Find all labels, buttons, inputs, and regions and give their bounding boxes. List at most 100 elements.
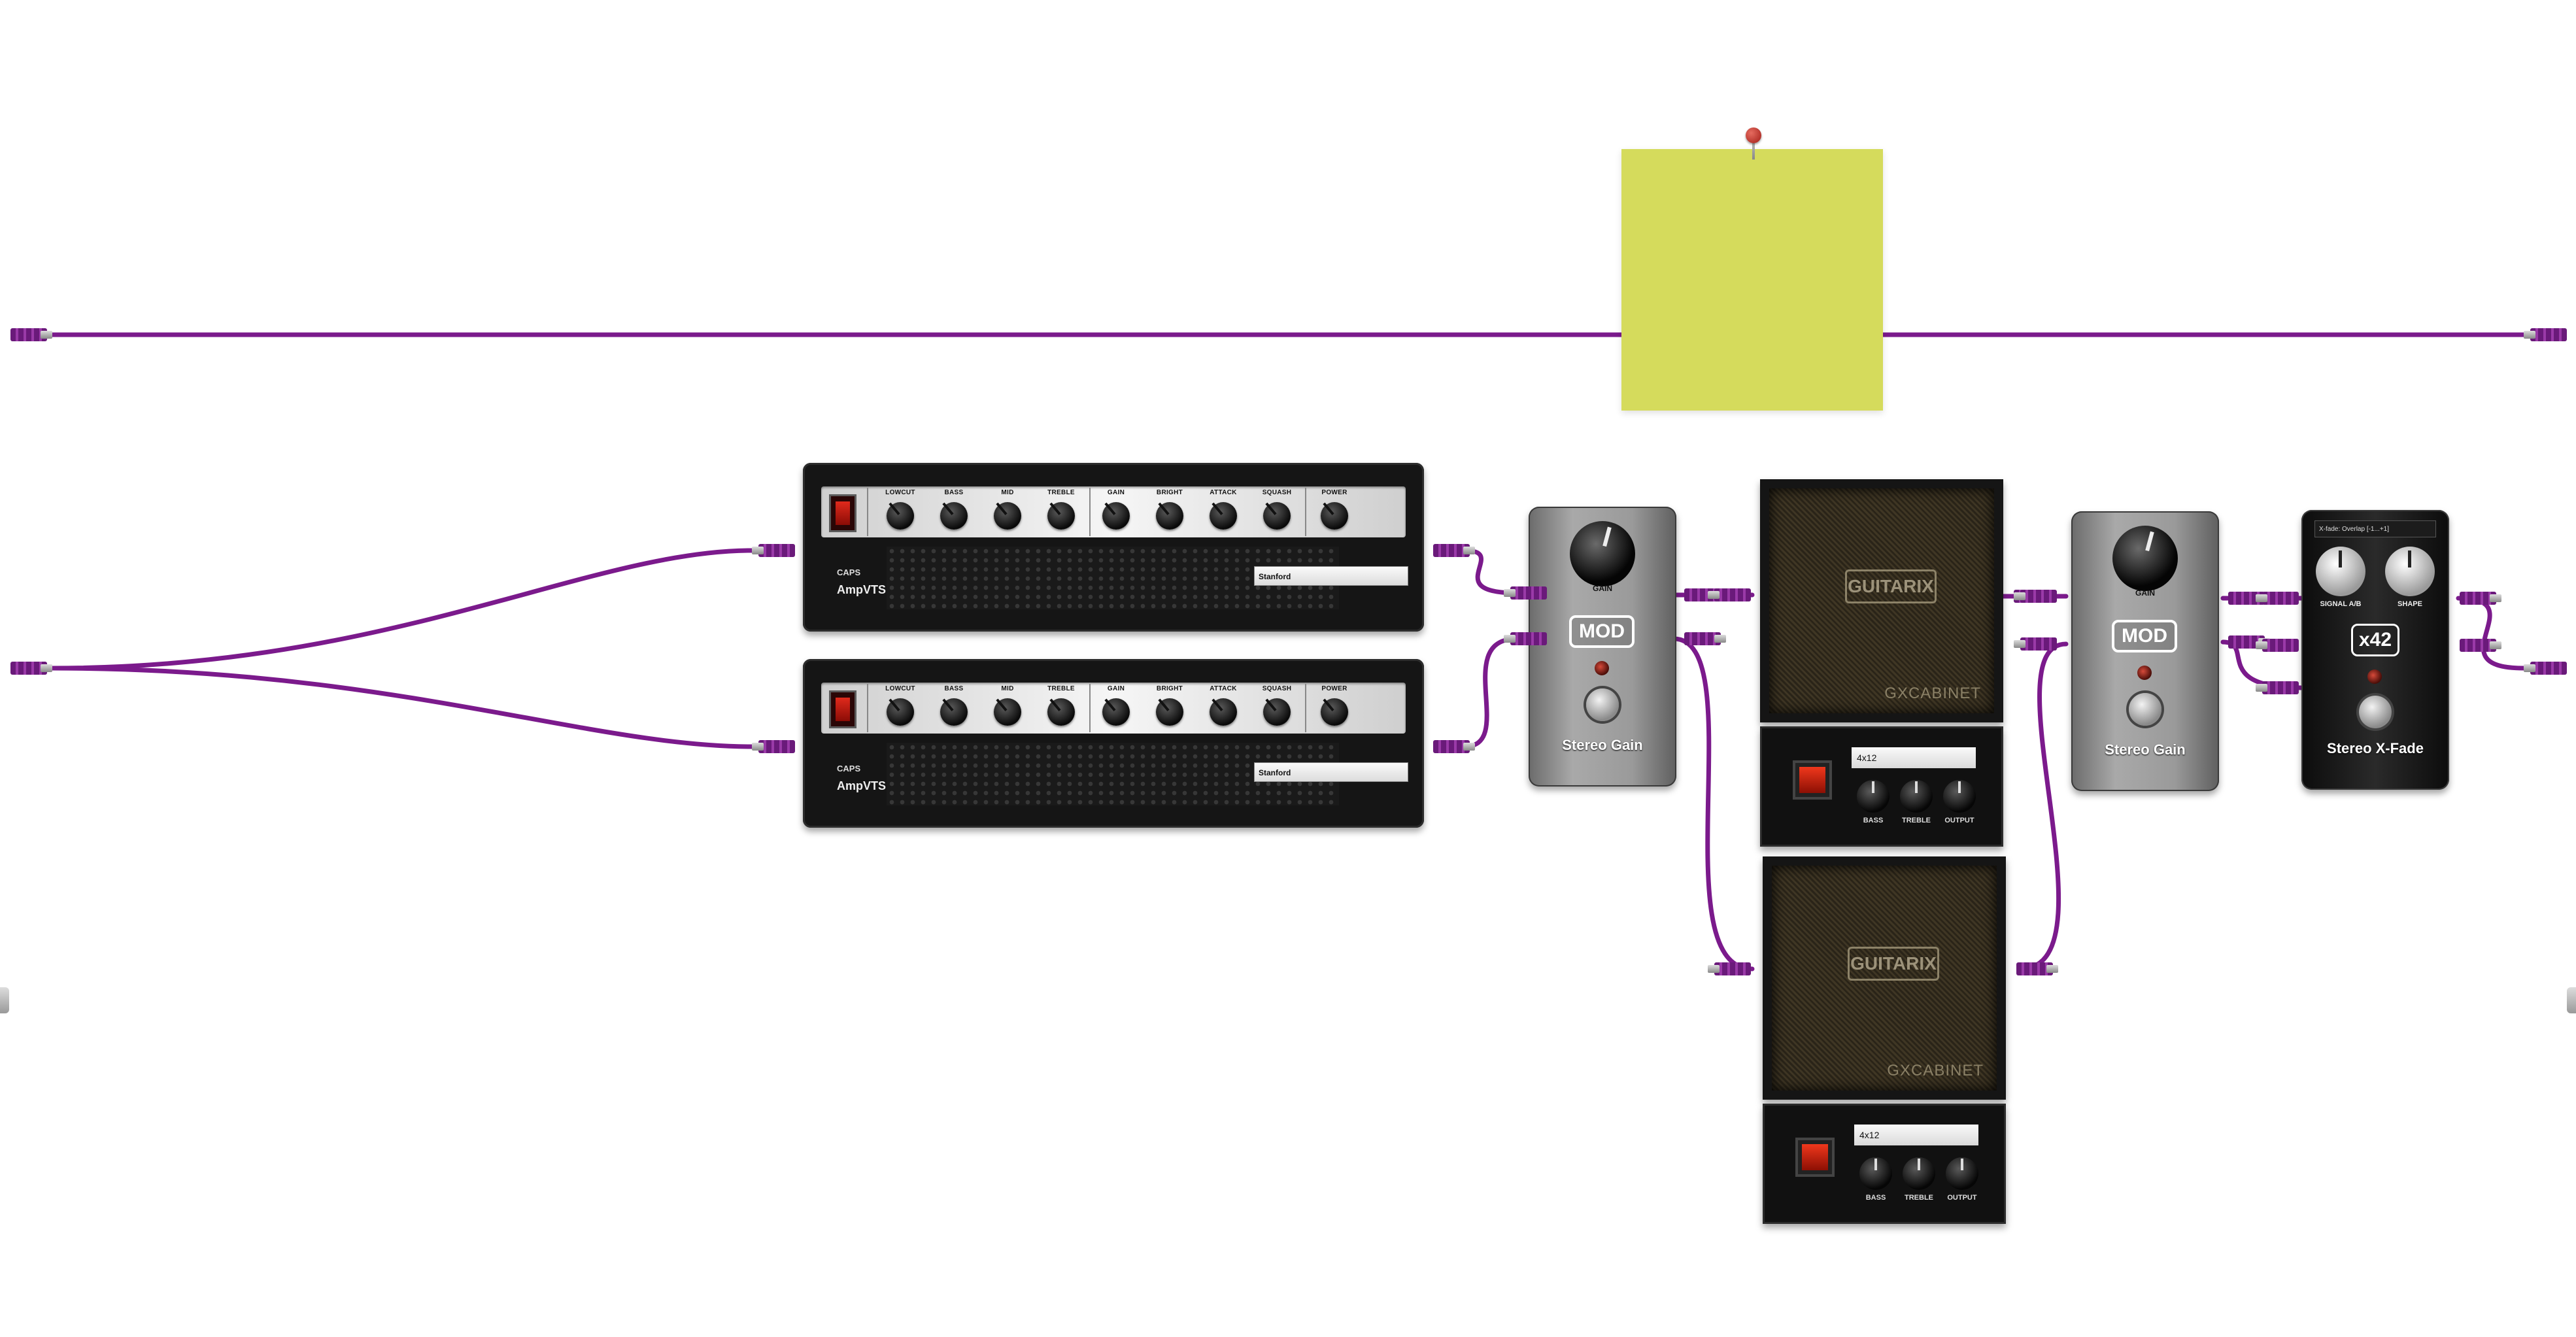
shape-knob-icon[interactable]	[2385, 547, 2435, 596]
stereo-gain-pedal-1[interactable]: GAIN MOD Stereo Gain	[1529, 507, 1676, 787]
knob-mid[interactable]: MID	[981, 683, 1034, 734]
knob-bright[interactable]: BRIGHT	[1143, 683, 1196, 734]
knob-bass-icon	[940, 502, 968, 530]
amp2-input-jack[interactable]	[752, 736, 804, 758]
led-icon	[2137, 666, 2152, 680]
gain-knob-icon[interactable]	[2112, 526, 2178, 591]
knob-bass[interactable]: BASS	[927, 683, 981, 734]
cab1-input-jack[interactable]	[1708, 584, 1760, 606]
gain2-input-1-jack[interactable]	[2014, 585, 2066, 607]
system-midi-in-port[interactable]	[0, 987, 9, 1013]
amp-control-panel: LOWCUT BASS MID TREBLE GAIN BRIGHT ATTAC…	[821, 486, 1406, 537]
knob-attack-icon	[1210, 698, 1237, 726]
amp1-output-jack[interactable]	[1423, 539, 1475, 562]
push-pin-needle	[1752, 141, 1755, 160]
cabinet-model-select[interactable]: 4x12	[1852, 747, 1976, 768]
knob-lowcut[interactable]: LOWCUT	[873, 683, 927, 734]
stereo-xfade-pedal[interactable]: X-fade: Overlap [-1...+1] SIGNAL A/B SHA…	[2301, 510, 2449, 790]
xfade-input-a2-jack[interactable]	[2256, 634, 2308, 656]
xfade-output-2-jack[interactable]	[2449, 634, 2501, 656]
cabinet-brand: GXCABINET	[1887, 1062, 1984, 1079]
cab2-input-jack[interactable]	[1708, 958, 1760, 980]
cable-input-to-amp1[interactable]	[50, 548, 754, 671]
knob-gain[interactable]: GAIN	[1089, 683, 1143, 734]
footswitch-icon[interactable]	[1586, 688, 1619, 721]
knob-bright-icon	[1156, 698, 1183, 726]
knob-mid[interactable]: MID	[981, 486, 1034, 537]
xfade-output-1-jack[interactable]	[2449, 587, 2501, 609]
knob-treble-icon[interactable]	[1900, 780, 1933, 813]
knob-power[interactable]: POWER	[1308, 683, 1361, 734]
knob-bass-icon[interactable]	[1859, 1157, 1892, 1190]
cabinet-controls: 4x12 BASS TREBLE OUTPUT	[1763, 1104, 2006, 1224]
gain2-input-2-jack[interactable]	[2014, 633, 2066, 655]
cabinet-plugin-2[interactable]: GUITARIX GXCABINET 4x12 BASS TREBLE OUTP…	[1763, 856, 2006, 1224]
sticky-note[interactable]	[1621, 149, 1883, 411]
amp-model-select[interactable]: Stanford	[1254, 762, 1408, 782]
signal-ab-knob-icon[interactable]	[2316, 547, 2365, 596]
power-switch-icon[interactable]	[829, 494, 856, 532]
gain1-output-2-jack[interactable]	[1674, 628, 1726, 650]
gain-knob-label: GAIN	[2135, 588, 2155, 598]
knob-power[interactable]: POWER	[1308, 486, 1361, 537]
knob-bright-icon	[1156, 502, 1183, 530]
knob-attack[interactable]: ATTACK	[1196, 683, 1250, 734]
power-switch-icon[interactable]	[1793, 760, 1832, 800]
system-midi-out-port[interactable]	[2567, 987, 2576, 1013]
knob-treble-icon[interactable]	[1903, 1157, 1935, 1190]
system-playback-2-jack[interactable]	[2524, 657, 2576, 679]
footswitch-icon[interactable]	[2129, 693, 2161, 726]
amp-model-select[interactable]: Stanford	[1254, 566, 1408, 586]
knob-treble[interactable]: TREBLE	[1034, 683, 1088, 734]
knob-bright[interactable]: BRIGHT	[1143, 486, 1196, 537]
knob-lowcut[interactable]: LOWCUT	[873, 486, 927, 537]
cable-amp2-to-gain1[interactable]	[1462, 636, 1519, 749]
push-pin-icon	[1746, 127, 1761, 143]
footswitch-icon[interactable]	[2359, 696, 2392, 728]
knob-power-icon	[1321, 698, 1348, 726]
amp2-output-jack[interactable]	[1423, 736, 1475, 758]
knob-bass[interactable]: BASS	[927, 486, 981, 537]
gain1-input-1-jack[interactable]	[1504, 582, 1556, 604]
amp-plugin-2[interactable]: LOWCUT BASS MID TREBLE GAIN BRIGHT ATTAC…	[803, 659, 1424, 828]
system-capture-2-jack[interactable]	[0, 657, 52, 679]
power-switch-icon[interactable]	[829, 690, 856, 728]
knob-treble[interactable]: TREBLE	[1034, 486, 1088, 537]
system-capture-1-jack[interactable]	[0, 324, 52, 346]
knob-attack-icon	[1210, 502, 1237, 530]
amp-faceplate: CAPS AmpVTS Stanford	[821, 740, 1408, 808]
gain-knob-icon[interactable]	[1570, 521, 1635, 586]
gain1-input-2-jack[interactable]	[1504, 628, 1556, 650]
knob-squash[interactable]: SQUASH	[1250, 683, 1304, 734]
xfade-input-a1-jack[interactable]	[2256, 587, 2308, 609]
cable-amp1-to-gain1[interactable]	[1462, 548, 1519, 596]
knob-attack[interactable]: ATTACK	[1196, 486, 1250, 537]
knob-gain[interactable]: GAIN	[1089, 486, 1143, 537]
knob-squash-icon	[1263, 698, 1291, 726]
knob-output-icon[interactable]	[1946, 1157, 1978, 1190]
knob-bass-icon[interactable]	[1857, 780, 1890, 813]
knob-squash[interactable]: SQUASH	[1250, 486, 1304, 537]
cable-cab2-to-gain2[interactable]	[2018, 641, 2069, 972]
xfade-input-b-jack[interactable]	[2256, 677, 2308, 699]
stereo-gain-pedal-2[interactable]: GAIN MOD Stereo Gain	[2071, 511, 2219, 791]
knob-output-label: OUTPUT	[1944, 817, 1974, 824]
cabinet-brand: GXCABINET	[1884, 685, 1981, 702]
mod-badge: MOD	[1569, 615, 1635, 648]
system-playback-1-jack[interactable]	[2524, 324, 2576, 346]
cab2-output-jack[interactable]	[2006, 958, 2058, 980]
knob-mid-icon	[994, 502, 1021, 530]
cabinet-grille: GUITARIX GXCABINET	[1769, 488, 1994, 713]
knob-bass-label: BASS	[1865, 1194, 1886, 1202]
knob-bass-label: BASS	[1863, 817, 1884, 824]
xfade-mode-select[interactable]: X-fade: Overlap [-1...+1]	[2314, 520, 2436, 537]
cable-gain1-to-cab2[interactable]	[1671, 636, 1755, 972]
cabinet-model-select[interactable]: 4x12	[1854, 1125, 1978, 1145]
amp-plugin-1[interactable]: LOWCUT BASS MID TREBLE GAIN BRIGHT ATTAC…	[803, 463, 1424, 632]
cable-input-to-amp2[interactable]	[50, 666, 754, 749]
cabinet-plugin-1[interactable]: GUITARIX GXCABINET 4x12 BASS TREBLE OUTP…	[1760, 479, 2003, 847]
power-switch-icon[interactable]	[1795, 1138, 1835, 1177]
amp1-input-jack[interactable]	[752, 539, 804, 562]
knob-output-icon[interactable]	[1943, 780, 1976, 813]
